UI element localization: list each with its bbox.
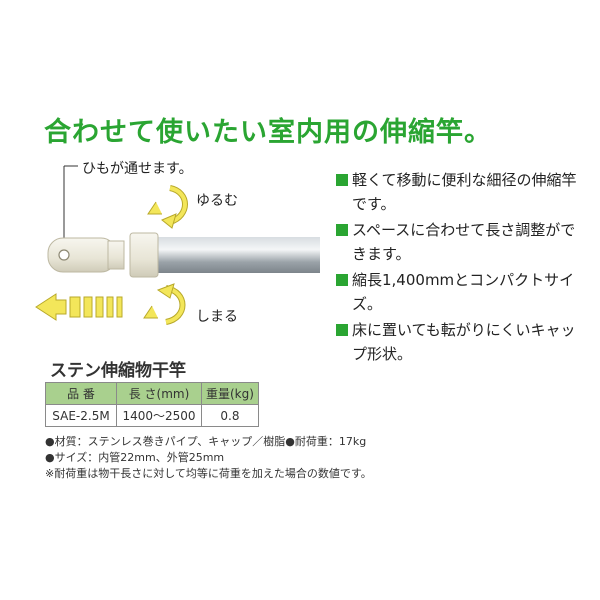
table-row: SAE-2.5M 1400〜2500 0.8: [45, 404, 259, 427]
square-bullet-icon: [336, 324, 348, 336]
feature-item: 縮長1,400mmとコンパクトサイズ。: [336, 268, 586, 316]
square-bullet-icon: [336, 174, 348, 186]
loosen-arrow-icon: [147, 185, 188, 229]
push-arrow-icon: [35, 293, 123, 321]
note-line: ※耐荷重は物干長さに対して均等に荷重を加えた場合の数値です。: [45, 467, 372, 480]
string-note: ひもが通せます。: [82, 161, 193, 177]
table-cell: 0.8: [201, 404, 259, 427]
feature-text: スペースに合わせて長さ調整ができます。: [352, 221, 576, 263]
tighten-arrow-icon: [143, 283, 186, 325]
feature-list: 軽くて移動に便利な細径の伸縮竿です。 スペースに合わせて長さ調整ができます。 縮…: [336, 168, 586, 368]
square-bullet-icon: [336, 224, 348, 236]
column-header: 長 さ(mm): [116, 382, 202, 405]
end-cap: [47, 237, 125, 273]
spec-notes: ●材質：ステンレス巻きパイプ、キャップ／樹脂●耐荷重：17kg ●サイズ：内管2…: [45, 434, 372, 482]
feature-item: 軽くて移動に便利な細径の伸縮竿です。: [336, 168, 586, 216]
feature-item: スペースに合わせて長さ調整ができます。: [336, 218, 586, 266]
feature-text: 軽くて移動に便利な細径の伸縮竿です。: [352, 171, 577, 213]
column-header: 品 番: [45, 382, 117, 405]
column-header: 重量(kg): [201, 382, 259, 405]
note-line: ●材質：ステンレス巻きパイプ、キャップ／樹脂●耐荷重：17kg: [45, 435, 367, 448]
table-header-row: 品 番 長 さ(mm) 重量(kg): [45, 382, 259, 405]
string-leader-line: [63, 165, 78, 250]
loosen-label: ゆるむ: [196, 193, 238, 209]
pole-sleeve: [129, 232, 159, 278]
headline: 合わせて使いたい室内用の伸縮竿。: [44, 117, 492, 148]
spec-table: 品 番 長 さ(mm) 重量(kg) SAE-2.5M 1400〜2500 0.…: [45, 382, 259, 427]
square-bullet-icon: [336, 274, 348, 286]
feature-item: 床に置いても転がりにくいキャップ形状。: [336, 318, 586, 366]
feature-text: 縮長1,400mmとコンパクトサイズ。: [352, 271, 575, 313]
table-cell: SAE-2.5M: [45, 404, 117, 427]
note-line: ●サイズ：内管22mm、外管25mm: [45, 451, 225, 464]
pole-tube: [150, 237, 320, 273]
tighten-label: しまる: [196, 309, 238, 325]
spec-title: ステン伸縮物干竿: [50, 361, 186, 381]
table-cell: 1400〜2500: [116, 404, 202, 427]
feature-text: 床に置いても転がりにくいキャップ形状。: [352, 321, 576, 363]
